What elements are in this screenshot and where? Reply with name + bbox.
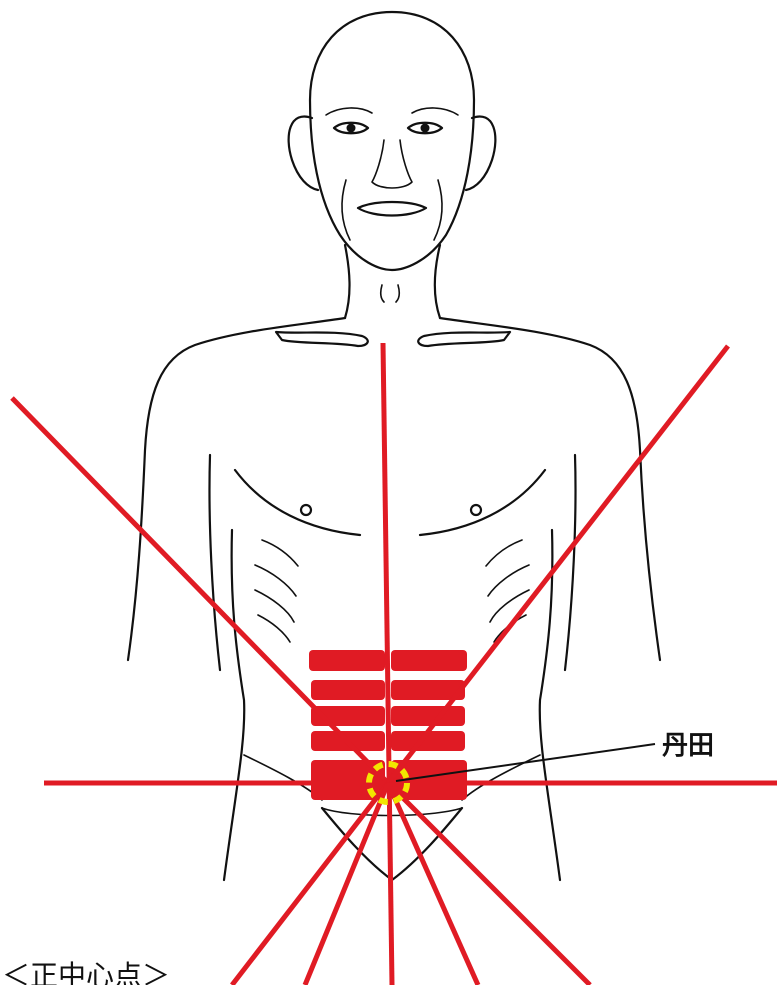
- right-eyebrow: [412, 108, 458, 115]
- left-nipple: [301, 505, 311, 515]
- nose: [372, 140, 412, 188]
- right-nipple: [471, 505, 481, 515]
- bar: [311, 680, 385, 700]
- center-point-caption: ＜正中心点＞: [2, 959, 170, 985]
- left-eyebrow: [326, 108, 372, 115]
- diagonal-line-upper-right: [388, 346, 728, 783]
- right-eye: [408, 123, 442, 134]
- left-hip-line: [244, 755, 322, 800]
- right-cheek-line: [434, 180, 442, 240]
- left-torso-side: [224, 530, 244, 880]
- right-pectoral: [420, 470, 545, 535]
- bar: [391, 706, 465, 726]
- left-inner-arm: [209, 455, 220, 670]
- left-ribs: [255, 540, 298, 642]
- mouth: [358, 202, 426, 216]
- diagonal-line-upper-left: [12, 398, 388, 783]
- bar: [309, 650, 385, 671]
- left-eye: [334, 123, 368, 134]
- throat-mark: [381, 285, 400, 302]
- neck-right: [435, 245, 440, 318]
- right-inner-arm: [565, 455, 576, 670]
- right-clavicle: [418, 332, 510, 346]
- diagonal-line-lower-left: [232, 783, 388, 985]
- left-clavicle: [276, 332, 368, 346]
- diagonal-line-lower-right: [388, 783, 590, 985]
- neck-left: [345, 245, 350, 318]
- left-pectoral: [235, 470, 360, 535]
- left-cheek-line: [342, 180, 350, 240]
- dantian-label: 丹田: [662, 731, 714, 761]
- bar: [391, 650, 467, 671]
- left-shoulder-arm: [128, 318, 345, 660]
- head-outline: [310, 12, 474, 270]
